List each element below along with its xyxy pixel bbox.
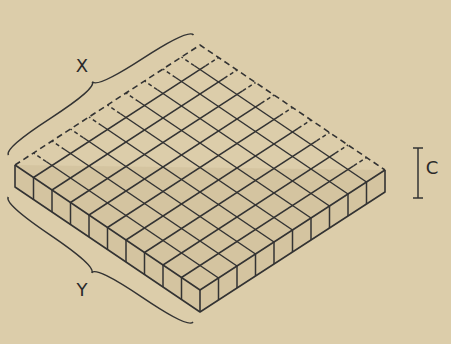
- grid-line: [298, 120, 311, 128]
- grid-line: [34, 153, 47, 162]
- dimension-label: C: [426, 159, 439, 177]
- dimension-label: Y: [77, 281, 88, 299]
- grid-line: [181, 278, 183, 300]
- grid-line: [163, 69, 176, 78]
- grid-line: [33, 178, 35, 200]
- grid-line: [89, 103, 261, 215]
- dimension-brace: [8, 34, 193, 155]
- grid-line: [255, 254, 257, 276]
- grid-line: [145, 81, 158, 90]
- grid-line: [52, 141, 65, 150]
- grid-line: [126, 128, 298, 240]
- dimension-tick: [413, 197, 423, 199]
- grid-line: [273, 242, 275, 264]
- grid-line: [236, 266, 238, 288]
- grid-line: [176, 78, 348, 194]
- grid-line: [70, 203, 72, 225]
- grid-line: [317, 133, 330, 141]
- grid-line: [206, 58, 219, 66]
- grid-line: [88, 215, 90, 237]
- grid-line: [280, 108, 293, 116]
- grid-line: [218, 278, 220, 300]
- dimension-label: X: [76, 57, 88, 75]
- dimension-tick: [413, 147, 423, 149]
- grid-line: [347, 194, 349, 216]
- grid-line: [126, 93, 139, 102]
- grid-line: [34, 66, 206, 178]
- grid-line: [51, 190, 53, 212]
- dimension-brace: [8, 197, 193, 323]
- grid-line: [182, 166, 354, 278]
- grid-line: [52, 78, 224, 190]
- grid-line: [243, 83, 256, 91]
- slab-side: [15, 165, 385, 312]
- slab-edge: [199, 290, 201, 312]
- grid-line: [261, 95, 274, 103]
- dimension-line: [417, 148, 419, 198]
- grid-line: [71, 129, 84, 138]
- slab-edge: [15, 165, 385, 290]
- grid-line: [354, 158, 367, 166]
- grid-line: [182, 57, 195, 66]
- grid-line: [89, 117, 102, 126]
- grid-line: [46, 162, 218, 278]
- grid-line: [125, 240, 127, 262]
- grid-line: [310, 218, 312, 240]
- grid-line: [107, 228, 109, 250]
- grid-line: [224, 70, 237, 78]
- grid-line: [329, 206, 331, 228]
- grid-line: [145, 141, 317, 253]
- grid-line: [335, 145, 348, 153]
- grid-line: [108, 105, 121, 114]
- grid-line: [366, 182, 368, 204]
- grid-line: [194, 66, 366, 182]
- grid-line: [108, 116, 280, 228]
- grid-line: [162, 265, 164, 287]
- grid-line: [144, 253, 146, 275]
- grid-line: [163, 153, 335, 265]
- grid-line: [292, 230, 294, 252]
- slab-back-edge: [15, 45, 385, 170]
- grid-line: [157, 90, 329, 206]
